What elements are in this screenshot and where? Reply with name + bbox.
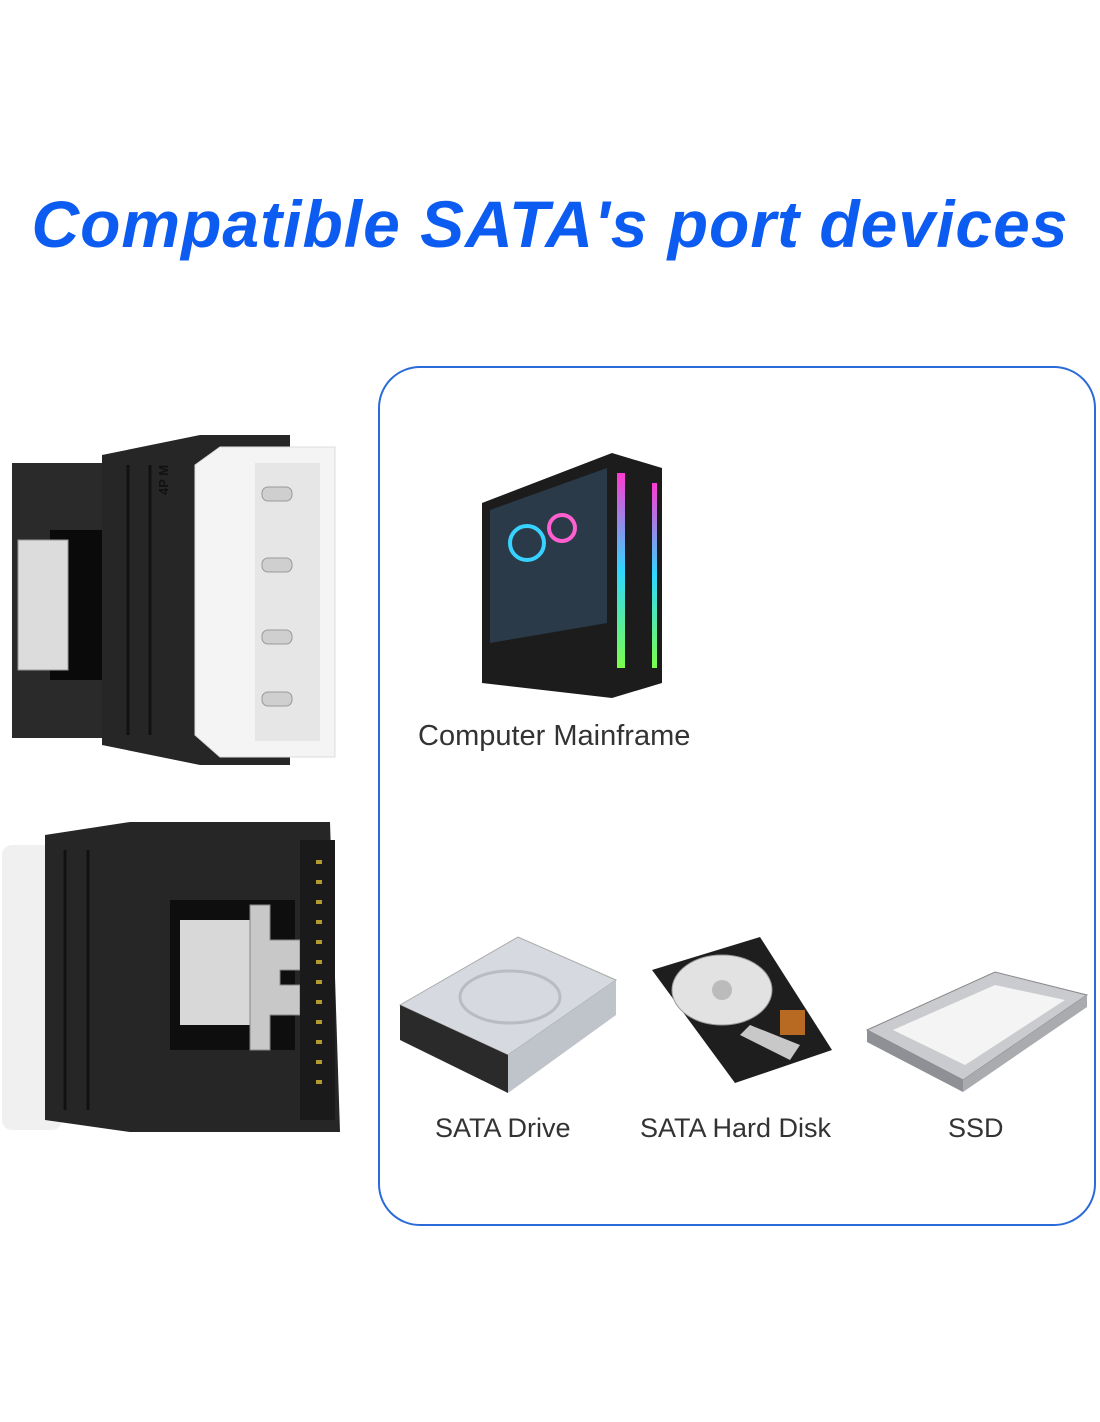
ssd-icon bbox=[865, 971, 1089, 1092]
device-label-sata-drive: SATA Drive bbox=[435, 1113, 571, 1143]
adapter-top-image: 4P M bbox=[12, 435, 336, 765]
hard-disk-icon bbox=[652, 937, 832, 1083]
adapter-bottom-image bbox=[2, 822, 340, 1132]
device-label-sata-hard-disk: SATA Hard Disk bbox=[640, 1113, 832, 1143]
device-label-computer-mainframe: Computer Mainframe bbox=[418, 720, 691, 752]
pc-case-icon bbox=[482, 453, 662, 698]
page-title: Compatible SATA's port devices bbox=[31, 187, 1069, 261]
device-label-ssd: SSD bbox=[948, 1113, 1004, 1143]
adapter-marking: 4P M bbox=[156, 465, 171, 495]
optical-drive-icon bbox=[398, 936, 618, 1093]
compatible-devices-panel bbox=[378, 366, 1096, 1226]
